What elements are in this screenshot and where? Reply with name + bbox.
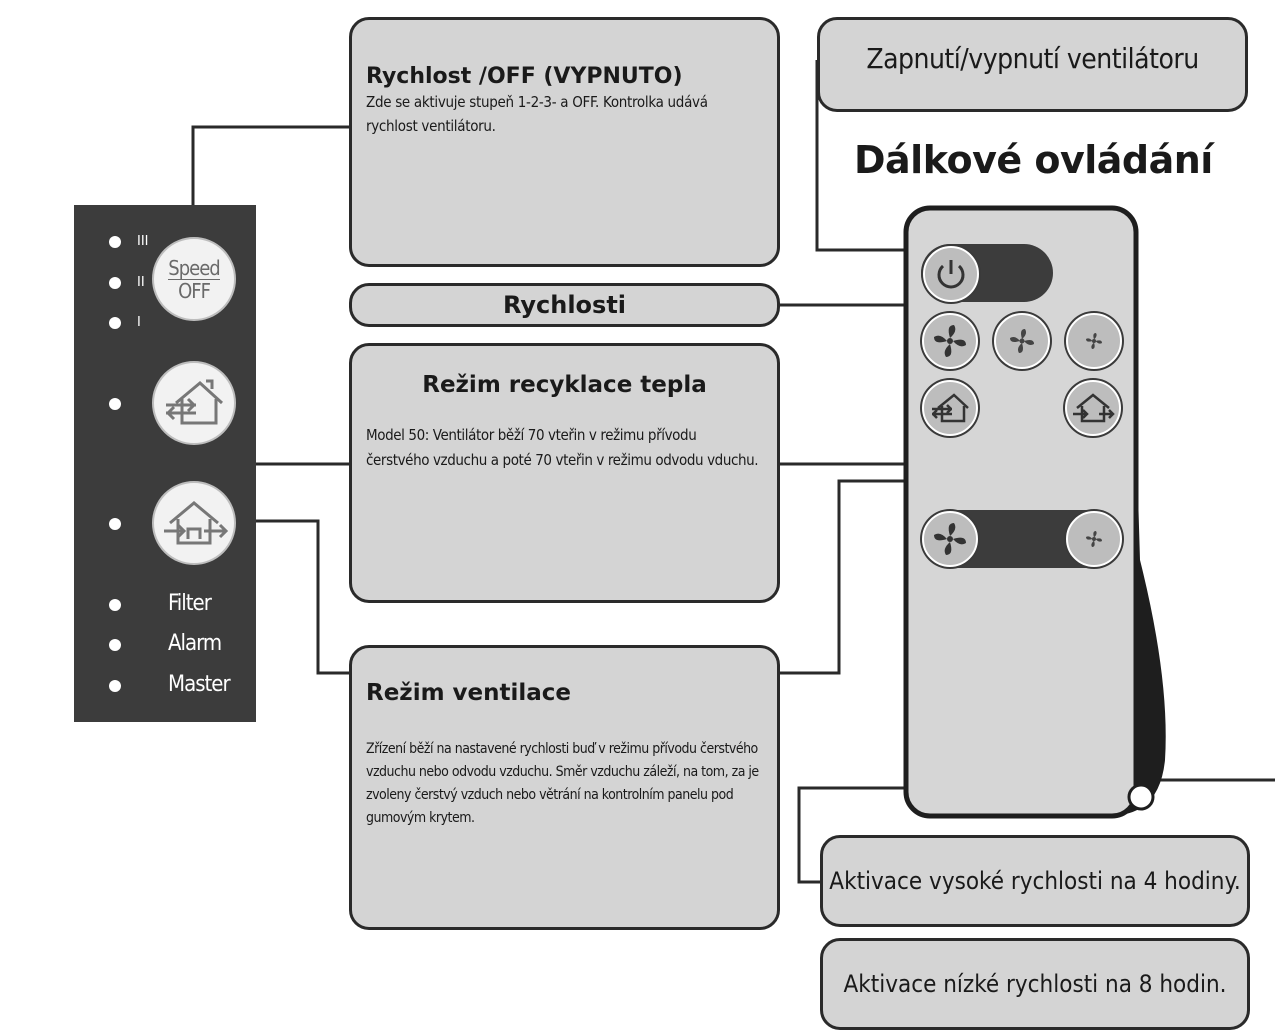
high-speed-text: Aktivace vysoké rychlosti na 4 hodiny.	[829, 866, 1241, 895]
heat-recycle-description: Režim recyklace tepla Model 50: Ventilát…	[349, 343, 780, 603]
remote-title: Dálkové ovládání	[854, 138, 1213, 182]
power-button[interactable]	[923, 246, 979, 302]
power-description: Zapnutí/vypnutí ventilátoru	[817, 17, 1248, 112]
power-text: Zapnutí/vypnutí ventilátoru	[866, 42, 1199, 75]
speed-off-title: Rychlost /OFF (VYPNUTO)	[366, 64, 683, 89]
level-label-1: I	[137, 315, 141, 330]
speed-high-button[interactable]	[922, 313, 978, 369]
ventilation-body: Zřízení běží na nastavené rychlosti buď …	[366, 741, 759, 826]
led-filter	[109, 599, 121, 611]
speeds-title: Rychlosti	[502, 291, 627, 319]
house-vent-icon	[164, 501, 229, 545]
heat-recycle-title: Režim recyklace tepla	[422, 372, 707, 398]
remote-indicator	[1127, 783, 1155, 811]
high-speed-timer-description: Aktivace vysoké rychlosti na 4 hodiny.	[820, 835, 1250, 927]
low-speed-timer-description: Aktivace nízké rychlosti na 8 hodin.	[820, 938, 1250, 1030]
led-master	[109, 680, 121, 692]
fan-icon	[934, 325, 966, 357]
led-recycle	[109, 398, 121, 410]
speed-off-description: Rychlost /OFF (VYPNUTO) Zde se aktivuje …	[349, 17, 780, 267]
timer-low-button[interactable]	[1066, 511, 1122, 567]
fan-icon	[1086, 333, 1102, 349]
ventilation-button[interactable]	[152, 481, 236, 565]
ventilation-title: Režim ventilace	[366, 680, 572, 706]
led-ventilation	[109, 518, 121, 530]
fan-icon	[934, 523, 966, 555]
line-ventilation-panel	[234, 519, 349, 675]
speed-off-body: Zde se aktivuje stupeň 1-2-3- a OFF. Kon…	[366, 93, 708, 135]
house-arrows-icon	[932, 393, 969, 423]
led-level-2	[109, 277, 121, 289]
led-alarm	[109, 639, 121, 651]
speed-off-button[interactable]: Speed OFF	[152, 237, 236, 321]
control-panel: III II I Speed OFF	[74, 205, 256, 722]
heat-recycle-button[interactable]	[152, 361, 236, 445]
low-speed-text: Aktivace nízké rychlosti na 8 hodin.	[843, 969, 1227, 998]
indicator-alarm: Alarm	[168, 631, 222, 656]
indicator-master: Master	[168, 672, 231, 697]
house-vent-icon	[1073, 393, 1115, 423]
led-level-1	[109, 317, 121, 329]
remote-heat-recycle-button[interactable]	[922, 380, 978, 436]
heat-recycle-body: Model 50: Ventilátor běží 70 vteřin v re…	[366, 426, 759, 469]
house-arrows-icon	[166, 379, 224, 425]
level-label-2: II	[137, 275, 145, 290]
power-icon	[937, 260, 965, 289]
speeds-description: Rychlosti	[349, 283, 780, 327]
fan-icon	[1010, 329, 1034, 353]
level-label-3: III	[137, 234, 149, 249]
led-level-3	[109, 236, 121, 248]
speed-label: Speed	[168, 255, 221, 280]
ventilation-description: Režim ventilace Zřízení běží na nastaven…	[349, 645, 780, 930]
indicator-filter: Filter	[168, 591, 212, 616]
speed-medium-button[interactable]	[994, 313, 1050, 369]
timer-high-button[interactable]	[922, 511, 978, 567]
off-label: OFF	[178, 278, 211, 303]
remote-ventilation-button[interactable]	[1065, 380, 1121, 436]
line-speed-off	[191, 125, 349, 238]
speed-low-button[interactable]	[1066, 313, 1122, 369]
fan-icon	[1086, 531, 1102, 547]
